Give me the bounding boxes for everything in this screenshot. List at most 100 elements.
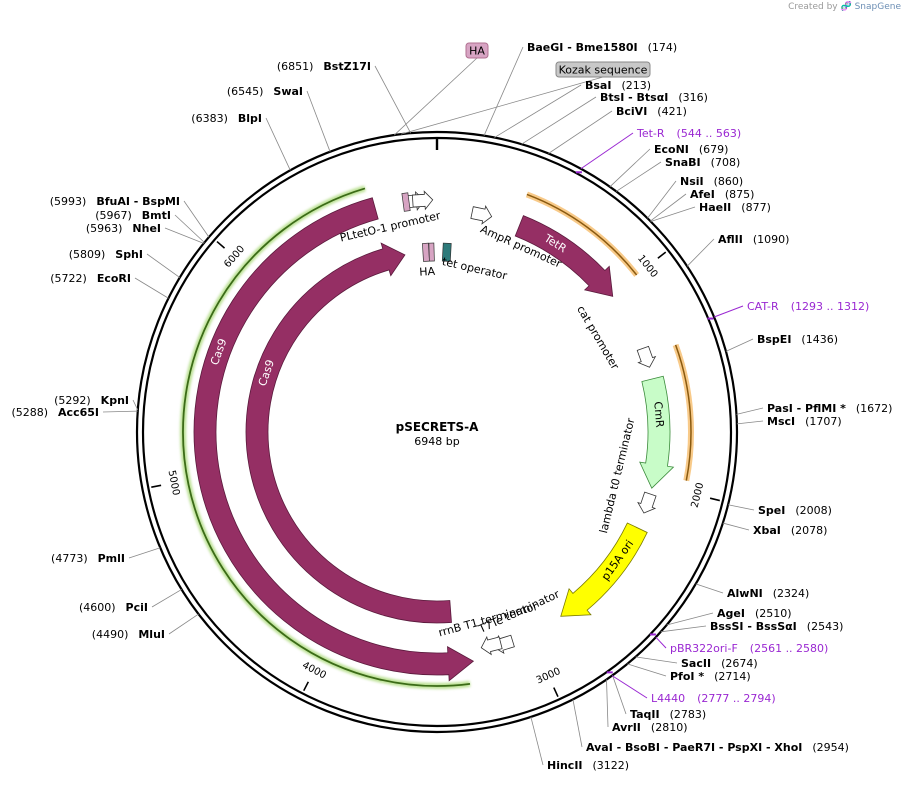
rrnb-t1-terminator-arrow	[480, 635, 503, 656]
site-leader	[612, 675, 627, 715]
site-baegi-bme1580i[interactable]: BaeGI - Bme1580I(174)	[527, 41, 677, 54]
cas9-outer-arrow	[193, 197, 475, 682]
credit-brand: SnapGene	[854, 2, 901, 12]
site-aflii[interactable]: AflII(1090)	[718, 233, 789, 246]
feature-label-tet-operator: tet operator	[441, 255, 509, 283]
primer-range: (1293 .. 1312)	[791, 300, 870, 313]
site-leader	[151, 589, 182, 608]
site-position: (174)	[648, 41, 678, 54]
boxed-feature-kozak-sequence-bg	[555, 61, 651, 78]
primer-cat-r[interactable]: CAT-R(1293 .. 1312)	[747, 300, 869, 313]
site-swai[interactable]: (6545)SwaI	[227, 85, 303, 98]
primer-tet-r[interactable]: Tet-R(544 .. 563)	[636, 127, 741, 140]
site-haeii[interactable]: HaeII(877)	[699, 201, 771, 214]
site-btsi-bts-i[interactable]: BtsI - BtsαI(316)	[600, 91, 708, 104]
site-name: NsiI	[680, 175, 704, 188]
boxed-feature-ha[interactable]: HA	[469, 45, 485, 58]
site-position: (421)	[657, 105, 687, 118]
site-position: (4600)	[79, 601, 116, 614]
feature-label-ha: HA	[419, 265, 436, 279]
site-taqii[interactable]: TaqII(2783)	[630, 708, 706, 721]
site-pfoi[interactable]: PfoI *(2714)	[670, 670, 751, 683]
primer-leader	[655, 636, 667, 649]
site-bsssi-bsss-i[interactable]: BssSI - BssSαI(2543)	[710, 620, 843, 633]
site-position: (6383)	[191, 112, 228, 125]
site-bcivi[interactable]: BciVI (421)	[616, 105, 687, 118]
primer-pbr322ori-f[interactable]: pBR322ori-F(2561 .. 2580)	[670, 642, 828, 655]
site-bspei[interactable]: BspEI(1436)	[757, 333, 838, 346]
site-name: SwaI	[273, 85, 303, 98]
site-leader	[494, 84, 582, 138]
site-position: (2674)	[721, 657, 758, 670]
site-bsai[interactable]: BsaI(213)	[585, 79, 651, 92]
site-position: (708)	[711, 156, 741, 169]
plasmid-length: 6948 bp	[414, 435, 459, 448]
pltet-stripes-icon	[411, 190, 434, 211]
site-position: (5722)	[50, 272, 87, 285]
site-pcii[interactable]: (4600)PciI	[79, 601, 148, 614]
primer-arc-green	[182, 187, 471, 687]
site-alwni[interactable]: AlwNI(2324)	[727, 587, 809, 600]
site-pasi-pflmi[interactable]: PasI - PflMI *(1672)	[767, 402, 892, 415]
site-hincii[interactable]: HincII(3122)	[547, 759, 629, 772]
site-acc65i[interactable]: (5288)Acc65I	[11, 406, 99, 419]
site-position: (1672)	[856, 402, 893, 415]
site-position: (2714)	[714, 670, 751, 683]
site-bfuai-bspmi[interactable]: (5993)BfuAI - BspMI	[50, 195, 180, 208]
site-xbai[interactable]: XbaI(2078)	[753, 524, 827, 537]
boxed-feature-kozak-sequence[interactable]: Kozak sequence	[559, 64, 648, 77]
site-econi[interactable]: EcoNI(679)	[654, 143, 728, 156]
site-ecori[interactable]: (5722)EcoRI	[50, 272, 131, 285]
site-position: (860)	[714, 175, 744, 188]
site-nhei[interactable]: (5963)NheI	[86, 222, 161, 235]
site-position: (2810)	[651, 721, 688, 734]
site-name: BssSI - BssSαI	[710, 620, 797, 633]
p15a-ori-arrow	[560, 522, 648, 617]
tick-mark	[216, 240, 226, 249]
site-nsii[interactable]: NsiI (860)	[680, 175, 743, 188]
site-avai-bsobi-paer7i-pspxi-xhoi[interactable]: AvaI - BsoBI - PaeR7I - PspXI - XhoI(295…	[586, 741, 849, 754]
site-leader	[616, 161, 662, 192]
feature-label-cmr: CmR	[651, 401, 666, 428]
site-mlui[interactable]: (4490)MluI	[92, 628, 165, 641]
site-avrii[interactable]: AvrII (2810)	[612, 721, 687, 734]
site-name: BspEI	[757, 333, 791, 346]
site-leader	[660, 625, 707, 633]
site-position: (1090)	[753, 233, 790, 246]
site-position: (2510)	[755, 607, 792, 620]
tick-mark	[151, 484, 162, 488]
site-name: MscI	[767, 415, 795, 428]
site-blpi[interactable]: (6383)BlpI	[191, 112, 262, 125]
site-msci[interactable]: MscI(1707)	[767, 415, 842, 428]
site-spei[interactable]: SpeI(2008)	[758, 504, 832, 517]
site-agei[interactable]: AgeI(2510)	[717, 607, 792, 620]
site-name: AvrII	[612, 721, 641, 734]
primer-l4440[interactable]: L4440(2777 .. 2794)	[651, 692, 776, 705]
site-afei[interactable]: AfeI(875)	[690, 188, 754, 201]
site-position: (4773)	[51, 552, 88, 565]
site-kpni[interactable]: (5292)KpnI	[54, 394, 129, 407]
snapgene-logo-icon: 🧬	[840, 2, 852, 12]
site-sphi[interactable]: (5809)SphI	[69, 248, 143, 261]
cat-promoter-arrow	[636, 345, 657, 368]
site-position: (877)	[741, 201, 771, 214]
boxed-feature-leader	[400, 76, 604, 135]
site-leader	[265, 117, 291, 171]
site-bmti[interactable]: (5967)BmtI	[95, 209, 171, 222]
site-bstz17i[interactable]: (6851)BstZ17I	[277, 60, 371, 73]
site-leader	[609, 148, 651, 188]
site-name: BsaI	[585, 79, 611, 92]
site-leader	[102, 410, 138, 413]
tick-label: 1000	[635, 253, 659, 280]
site-pmli[interactable]: (4773)PmlI	[51, 552, 125, 565]
site-name: SnaBI	[665, 156, 701, 169]
site-leader	[736, 407, 764, 415]
site-leader	[174, 214, 205, 243]
site-leader	[164, 227, 204, 244]
site-sacii[interactable]: SacII(2674)	[681, 657, 758, 670]
site-name: HincII	[547, 759, 583, 772]
lambda-t0-terminator-arrow	[637, 491, 657, 514]
site-name: BciVI	[616, 105, 647, 118]
site-snabi[interactable]: SnaBI (708)	[665, 156, 740, 169]
plasmid-name: pSECRETS-A	[396, 420, 479, 434]
